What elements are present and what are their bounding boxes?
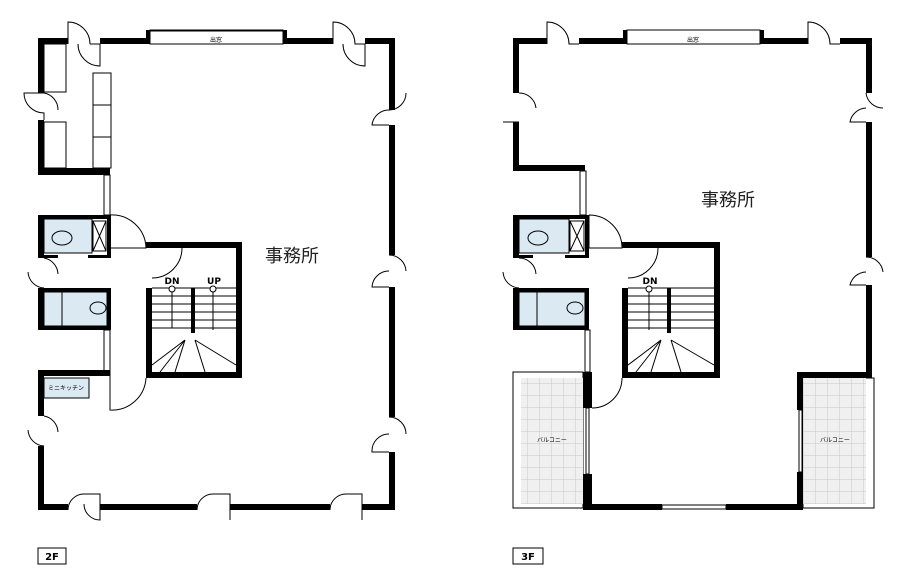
plan-3f: 出窓 (502, 21, 884, 565)
mini-kitchen: ミニキッチン (43, 377, 90, 399)
floor-label: 3F (521, 552, 535, 563)
floor-tag-3f: 3F (512, 547, 544, 565)
balcony-right: バルコニー (802, 377, 875, 509)
balcony-right-label: バルコニー (820, 437, 850, 444)
bay-window: 出窓 (149, 29, 284, 45)
bay-window: 出窓 (626, 29, 761, 45)
stair-down-label: DN (164, 277, 179, 287)
stair-up-label: UP (207, 277, 221, 287)
stair-down-label: DN (642, 277, 657, 287)
doors (23, 21, 407, 521)
plan-2f: 出窓 (23, 21, 407, 565)
floor-label: 2F (45, 552, 59, 563)
balcony-left-label: バルコニー (537, 437, 567, 444)
doors (502, 21, 884, 409)
balcony-left: バルコニー (512, 371, 584, 509)
bay-window-label: 出窓 (210, 36, 222, 44)
main-room-label: 事務所 (265, 246, 319, 267)
floor-tag-2f: 2F (37, 547, 67, 565)
bay-window-label: 出窓 (687, 36, 699, 44)
main-room-label: 事務所 (701, 190, 755, 211)
mini-kitchen-label: ミニキッチン (48, 385, 84, 392)
